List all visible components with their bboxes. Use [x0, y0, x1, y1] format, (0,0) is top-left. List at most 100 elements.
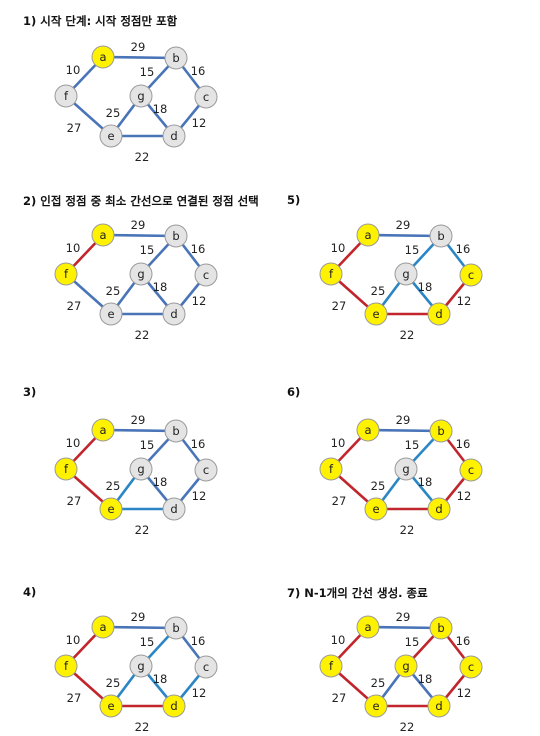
edge-weight-bg: 15 [140, 635, 155, 649]
step-6-title: 6) [287, 385, 301, 399]
node-c [459, 458, 483, 482]
node-a [356, 615, 380, 639]
edge-weight-gd: 18 [153, 102, 168, 116]
node-f [319, 457, 343, 481]
step-2-title: 2) 인접 정점 중 최소 간선으로 연결된 정점 선택 [23, 194, 259, 208]
edge-weight-ge: 25 [371, 479, 386, 493]
edge-weight-bg: 15 [405, 635, 420, 649]
node-label-f: f [64, 89, 69, 103]
node-d [427, 694, 451, 718]
step-7-title: 7) N-1개의 간선 생성. 종료 [287, 586, 428, 600]
edge-weight-cd: 12 [457, 489, 472, 503]
node-f [54, 262, 78, 286]
node-f [54, 654, 78, 678]
node-label-a: a [364, 620, 371, 634]
node-label-d: d [170, 307, 177, 321]
node-e [364, 497, 388, 521]
node-c [194, 263, 218, 287]
edge-weight-ge: 25 [371, 284, 386, 298]
node-d [162, 302, 186, 326]
node-d [162, 497, 186, 521]
edge-weight-fe: 27 [67, 691, 82, 705]
edge-weight-fe: 27 [67, 494, 82, 508]
node-a [91, 418, 115, 442]
edge-weight-bc: 16 [456, 242, 471, 256]
edge-weight-ed: 22 [135, 523, 150, 537]
edge-weight-fe: 27 [67, 299, 82, 313]
node-f [319, 654, 343, 678]
edge-weight-fe: 27 [67, 121, 82, 135]
node-label-c: c [468, 268, 474, 282]
node-b [429, 419, 453, 443]
edge-weight-ge: 25 [106, 284, 121, 298]
step-4-title: 4) [23, 585, 37, 599]
edge-ab [101, 625, 178, 630]
node-e [99, 497, 123, 521]
edge-weight-gd: 18 [418, 672, 433, 686]
edge-weight-bc: 16 [191, 634, 206, 648]
edge-weight-fe: 27 [332, 691, 347, 705]
node-label-e: e [372, 307, 379, 321]
edge-weight-bc: 16 [191, 64, 206, 78]
edge-weight-ed: 22 [135, 150, 150, 164]
edge-weight-gd: 18 [153, 280, 168, 294]
node-label-a: a [99, 228, 106, 242]
node-b [429, 224, 453, 248]
edge-weight-ge: 25 [106, 676, 121, 690]
node-g [129, 84, 153, 108]
edge-weight-cd: 12 [192, 294, 207, 308]
node-c [194, 458, 218, 482]
node-a [356, 418, 380, 442]
node-label-b: b [172, 229, 179, 243]
edge-weight-bc: 16 [191, 437, 206, 451]
node-label-f: f [329, 462, 334, 476]
node-a [356, 223, 380, 247]
edge-ab [366, 233, 443, 238]
edge-ab [366, 428, 443, 433]
edge-weight-ab: 29 [131, 40, 146, 54]
edge-weight-ed: 22 [400, 720, 415, 734]
edge-weight-bg: 15 [405, 243, 420, 257]
edge-weight-bg: 15 [405, 438, 420, 452]
node-label-b: b [172, 51, 179, 65]
edge-ab [366, 625, 443, 630]
node-b [164, 46, 188, 70]
node-label-c: c [468, 660, 474, 674]
node-label-a: a [364, 228, 371, 242]
edge-weight-cd: 12 [457, 294, 472, 308]
node-e [99, 124, 123, 148]
node-label-c: c [203, 268, 209, 282]
node-label-b: b [172, 621, 179, 635]
node-g [129, 457, 153, 481]
node-label-e: e [372, 699, 379, 713]
edge-weight-gd: 18 [153, 672, 168, 686]
node-label-a: a [99, 620, 106, 634]
node-label-e: e [372, 502, 379, 516]
node-label-g: g [137, 462, 144, 476]
node-label-d: d [435, 699, 442, 713]
node-g [394, 654, 418, 678]
node-d [427, 497, 451, 521]
step-3-title: 3) [23, 385, 37, 399]
edge-weight-ed: 22 [135, 720, 150, 734]
edge-weight-bc: 16 [456, 634, 471, 648]
step-5-title: 5) [287, 193, 301, 207]
node-label-b: b [437, 621, 444, 635]
node-e [99, 694, 123, 718]
edge-weight-af: 10 [331, 633, 346, 647]
edge-weight-af: 10 [66, 241, 81, 255]
node-label-g: g [402, 659, 409, 673]
node-label-f: f [64, 659, 69, 673]
edge-weight-cd: 12 [192, 489, 207, 503]
edge-weight-gd: 18 [418, 475, 433, 489]
node-g [394, 457, 418, 481]
edge-weight-af: 10 [66, 436, 81, 450]
node-label-d: d [170, 502, 177, 516]
node-label-d: d [435, 307, 442, 321]
edge-weight-ab: 29 [131, 218, 146, 232]
